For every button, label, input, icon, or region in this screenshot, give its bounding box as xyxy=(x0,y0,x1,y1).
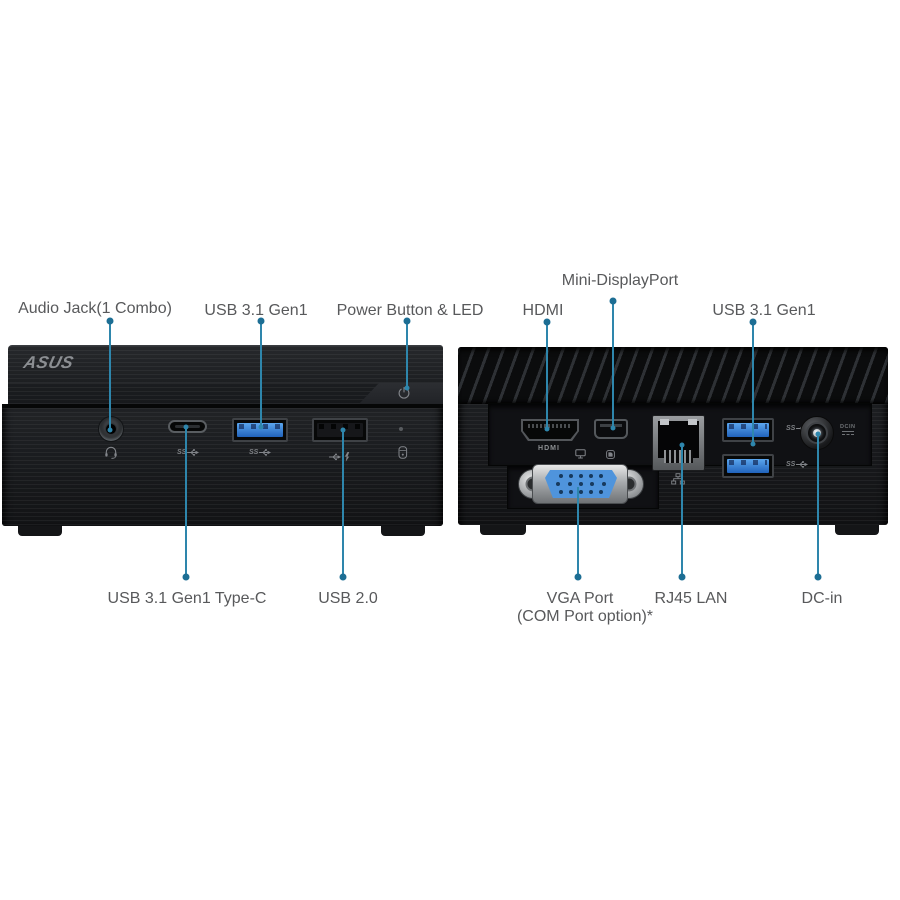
front-device: ASUS SS xyxy=(2,345,443,536)
hdmi-marking: HDMI xyxy=(538,445,560,452)
label-vga-line1: VGA Port xyxy=(546,590,614,607)
label-usb-type-c: USB 3.1 Gen1 Type-C xyxy=(107,590,267,607)
callout-dot xyxy=(749,318,757,326)
callout-dot xyxy=(404,385,410,391)
callout-line-rj45 xyxy=(681,445,683,577)
callout-dot xyxy=(543,318,551,326)
callout-dot xyxy=(814,573,822,581)
device-foot xyxy=(381,526,425,536)
usb3-port-rear-top xyxy=(722,418,774,442)
label-mini-displayport: Mini-DisplayPort xyxy=(561,272,679,289)
label-power-button: Power Button & LED xyxy=(336,302,484,319)
callout-dot xyxy=(340,427,346,433)
dc-symbol-dashed xyxy=(841,434,854,435)
callout-line-hdmi xyxy=(546,322,548,430)
vga-pin-row xyxy=(545,474,617,478)
vga-pin-row xyxy=(545,482,617,486)
rj45-lan-port xyxy=(652,415,705,471)
lid-face-seam xyxy=(2,404,443,408)
usb2-port xyxy=(312,418,368,442)
callout-line-audio xyxy=(109,321,111,431)
callout-dot xyxy=(106,317,114,325)
label-hdmi: HDMI xyxy=(522,302,564,319)
usb3-port-rear-bottom xyxy=(722,454,774,478)
callout-line-usb2 xyxy=(342,430,344,577)
hdd-led xyxy=(399,427,403,431)
callout-line-usb3-front xyxy=(260,321,262,428)
usb-superspeed-icon: SS xyxy=(786,460,809,469)
usb-superspeed-icon: SS xyxy=(177,448,200,457)
callout-line-minidp xyxy=(612,300,614,429)
label-audio-jack: Audio Jack(1 Combo) xyxy=(18,300,172,317)
label-usb31-rear: USB 3.1 Gen1 xyxy=(712,302,816,319)
callout-line-vga xyxy=(577,487,579,577)
device-foot xyxy=(835,525,879,535)
rj45-pins xyxy=(664,450,693,463)
hdd-activity-icon xyxy=(398,446,408,464)
rear-device: HDMI SS SS xyxy=(458,347,888,535)
label-rj45-lan: RJ45 LAN xyxy=(654,590,728,607)
callout-dot xyxy=(183,424,189,430)
device-foot xyxy=(480,525,526,535)
asus-logo: ASUS xyxy=(21,353,76,372)
callout-dot xyxy=(544,426,550,432)
callout-dot xyxy=(574,573,582,581)
callout-dot xyxy=(403,317,411,325)
vent-grille xyxy=(458,347,888,404)
callout-dot xyxy=(679,442,685,448)
callout-dot xyxy=(815,431,821,437)
vga-port xyxy=(545,470,617,498)
headset-icon xyxy=(104,445,118,464)
device-foot xyxy=(18,526,62,536)
callout-dot xyxy=(257,317,265,325)
power-button xyxy=(359,383,443,404)
usb2-tongue xyxy=(317,423,363,437)
callout-dot xyxy=(182,573,190,581)
rj45-tab xyxy=(688,419,697,425)
callout-dot xyxy=(678,573,686,581)
usb3-tongue xyxy=(727,459,769,473)
label-usb31-front: USB 3.1 Gen1 xyxy=(204,302,308,319)
callout-line-usbc xyxy=(185,427,187,577)
rj45-tab xyxy=(660,419,669,425)
front-face: SS SS xyxy=(2,408,443,526)
label-dc-in: DC-in xyxy=(801,590,843,607)
hdmi-opening xyxy=(523,421,577,439)
power-icon xyxy=(397,386,411,404)
vga-pin-row xyxy=(545,490,617,494)
callout-line-usb3-rear xyxy=(752,322,754,445)
dc-symbol-solid xyxy=(841,431,854,432)
front-lid-edge xyxy=(8,383,443,404)
hdmi-port xyxy=(521,419,579,441)
callout-dot xyxy=(750,441,756,447)
usb3-tongue xyxy=(727,423,769,437)
dcin-marking: DCIN xyxy=(840,424,855,435)
callout-line-dcin xyxy=(817,434,819,577)
usb-superspeed-icon: SS xyxy=(249,448,272,457)
label-vga-line2: (COM Port option)* xyxy=(516,608,654,625)
callout-dot xyxy=(610,425,616,431)
usb2-charging-icon xyxy=(328,449,353,467)
callout-dot xyxy=(609,297,617,305)
callout-dot xyxy=(258,424,264,430)
callout-line-power xyxy=(406,321,408,389)
callout-dot xyxy=(339,573,347,581)
front-lid: ASUS xyxy=(8,345,443,383)
label-usb20: USB 2.0 xyxy=(318,590,378,607)
callout-dot xyxy=(107,427,113,433)
monitor-icon xyxy=(575,446,586,464)
displayport-icon xyxy=(606,446,615,464)
